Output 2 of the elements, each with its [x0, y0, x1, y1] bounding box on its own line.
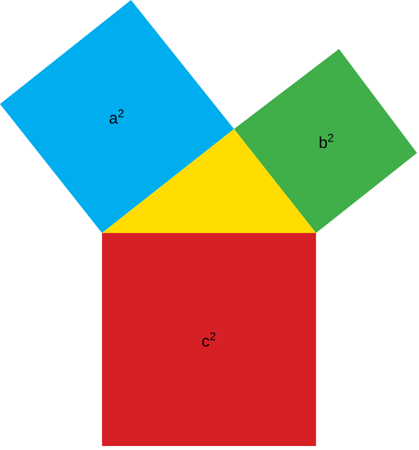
- labelled-square: c$^{2}$: [102, 233, 316, 446]
- triangle-shape: [102, 129, 316, 233]
